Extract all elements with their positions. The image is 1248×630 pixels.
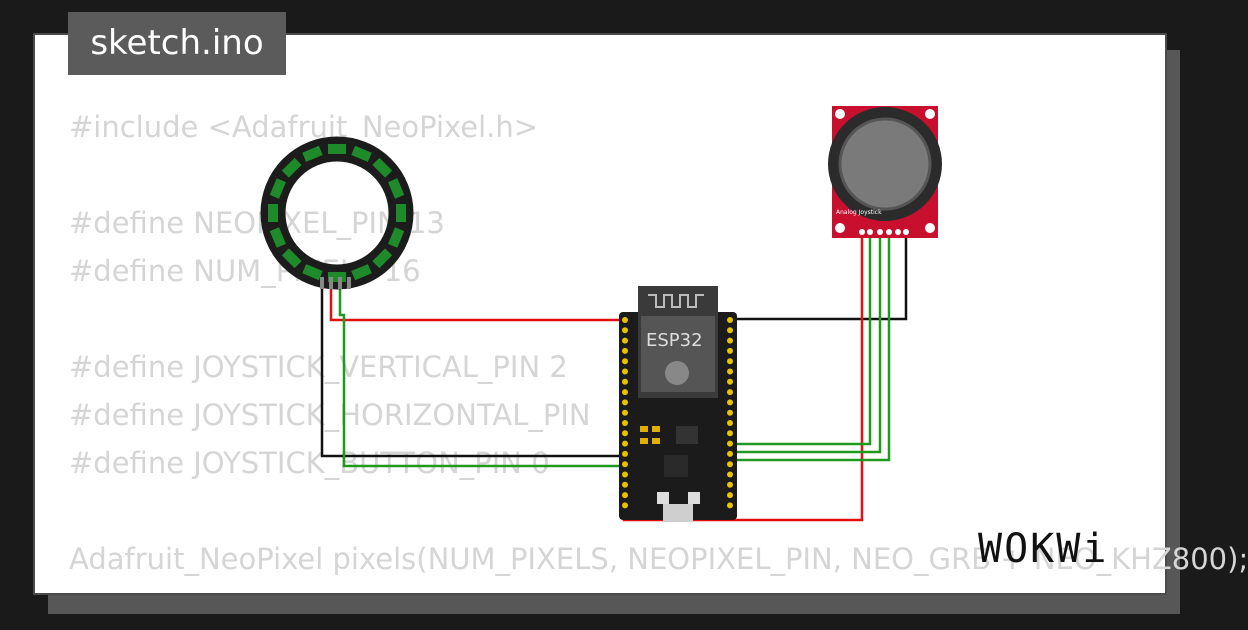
joystick-label: Analog Joystick bbox=[836, 209, 882, 216]
ring-led bbox=[281, 157, 302, 178]
header-pin[interactable] bbox=[622, 481, 628, 488]
left-pin-header bbox=[622, 317, 628, 509]
micro-usb-port bbox=[663, 504, 693, 522]
ring-led bbox=[328, 144, 346, 154]
espressif-logo-icon bbox=[665, 361, 689, 385]
ring-led bbox=[269, 178, 286, 199]
wire-joystick-gnd bbox=[730, 232, 908, 321]
header-pin[interactable] bbox=[727, 502, 733, 509]
header-pin[interactable] bbox=[727, 471, 733, 478]
chip bbox=[676, 426, 698, 444]
code-line: #define JOYSTICK_VERTICAL_PIN 2 bbox=[69, 350, 568, 384]
code-line: #define JOYSTICK_HORIZONTAL_PIN bbox=[69, 398, 591, 432]
ring-led bbox=[268, 204, 278, 222]
right-pin-header bbox=[727, 317, 733, 509]
usb-chip bbox=[664, 455, 688, 477]
header-pin[interactable] bbox=[622, 368, 628, 375]
ring-led bbox=[396, 204, 406, 222]
wire-joystick-sel bbox=[730, 232, 891, 462]
header-pin[interactable] bbox=[727, 492, 733, 499]
en-button[interactable] bbox=[657, 492, 669, 504]
esp32-board[interactable]: ESP32 bbox=[619, 286, 737, 522]
ring-led bbox=[388, 227, 405, 248]
ring-led bbox=[388, 178, 405, 199]
header-pin[interactable] bbox=[727, 347, 733, 354]
joystick-pins bbox=[859, 229, 909, 235]
code-preview: #include <Adafruit_NeoPixel.h> #define N… bbox=[69, 103, 1248, 583]
wires bbox=[320, 232, 908, 522]
header-pin[interactable] bbox=[622, 461, 628, 468]
analog-joystick[interactable]: Analog Joystick bbox=[828, 106, 942, 238]
file-tab[interactable]: sketch.ino bbox=[68, 12, 286, 75]
ring-led bbox=[302, 264, 323, 281]
header-pin[interactable] bbox=[622, 347, 628, 354]
boot-button[interactable] bbox=[688, 492, 700, 504]
header-pin[interactable] bbox=[622, 378, 628, 385]
wokwi-logo: WOKWi bbox=[978, 526, 1109, 572]
wire-joystick-horz bbox=[730, 232, 882, 454]
ring-led bbox=[351, 145, 372, 162]
header-pin[interactable] bbox=[727, 378, 733, 385]
esp32-label: ESP32 bbox=[646, 330, 703, 351]
header-pin[interactable] bbox=[622, 471, 628, 478]
project-preview-card: #include <Adafruit_NeoPixel.h> #define N… bbox=[33, 33, 1248, 595]
code-line: Adafruit_NeoPixel pixels(NUM_PIXELS, NEO… bbox=[69, 542, 1248, 576]
header-pin[interactable] bbox=[622, 502, 628, 509]
header-pin[interactable] bbox=[622, 450, 628, 457]
header-pin[interactable] bbox=[622, 317, 628, 323]
ring-led bbox=[372, 248, 393, 269]
header-pin[interactable] bbox=[727, 337, 733, 344]
header-pin[interactable] bbox=[622, 492, 628, 499]
ring-led bbox=[302, 145, 323, 162]
header-pin[interactable] bbox=[622, 399, 628, 406]
wire-neopixel-gnd bbox=[320, 286, 625, 458]
wire-neopixel-vcc bbox=[329, 286, 625, 322]
header-pin[interactable] bbox=[622, 327, 628, 334]
header-pin[interactable] bbox=[727, 368, 733, 375]
header-pin[interactable] bbox=[622, 358, 628, 365]
header-pin[interactable] bbox=[727, 358, 733, 365]
antenna-trace bbox=[648, 294, 704, 308]
ring-led bbox=[281, 248, 302, 269]
header-pin[interactable] bbox=[622, 409, 628, 416]
header-pin[interactable] bbox=[727, 461, 733, 468]
header-pin[interactable] bbox=[622, 337, 628, 344]
code-line: #define NEOPIXEL_PIN 13 bbox=[69, 206, 445, 240]
header-pin[interactable] bbox=[727, 327, 733, 334]
neopixel-ring[interactable] bbox=[260, 136, 414, 290]
joystick-knob[interactable] bbox=[838, 117, 932, 211]
wire-joystick-vert bbox=[730, 232, 872, 446]
ring-pins bbox=[320, 277, 351, 289]
header-pin[interactable] bbox=[727, 450, 733, 457]
code-line: #define JOYSTICK_BUTTON_PIN 0 bbox=[69, 446, 550, 480]
header-pin[interactable] bbox=[727, 420, 733, 426]
header-pin[interactable] bbox=[727, 409, 733, 416]
ring-led-segments bbox=[268, 144, 406, 282]
header-pin[interactable] bbox=[727, 317, 733, 323]
ring-led bbox=[372, 157, 393, 178]
header-pin[interactable] bbox=[727, 399, 733, 406]
wire-neopixel-din bbox=[338, 286, 625, 468]
circuit-diagram: Analog Joystick ESP32 bbox=[260, 106, 942, 522]
header-pin[interactable] bbox=[622, 440, 628, 447]
header-pin[interactable] bbox=[727, 430, 733, 437]
header-pin[interactable] bbox=[727, 440, 733, 447]
header-pin[interactable] bbox=[622, 389, 628, 396]
header-pin[interactable] bbox=[727, 481, 733, 488]
header-pin[interactable] bbox=[622, 420, 628, 426]
header-pin[interactable] bbox=[622, 430, 628, 437]
ring-led bbox=[351, 264, 372, 281]
header-pin[interactable] bbox=[727, 389, 733, 396]
ring-led bbox=[269, 227, 286, 248]
code-line: #include <Adafruit_NeoPixel.h> bbox=[69, 110, 539, 144]
